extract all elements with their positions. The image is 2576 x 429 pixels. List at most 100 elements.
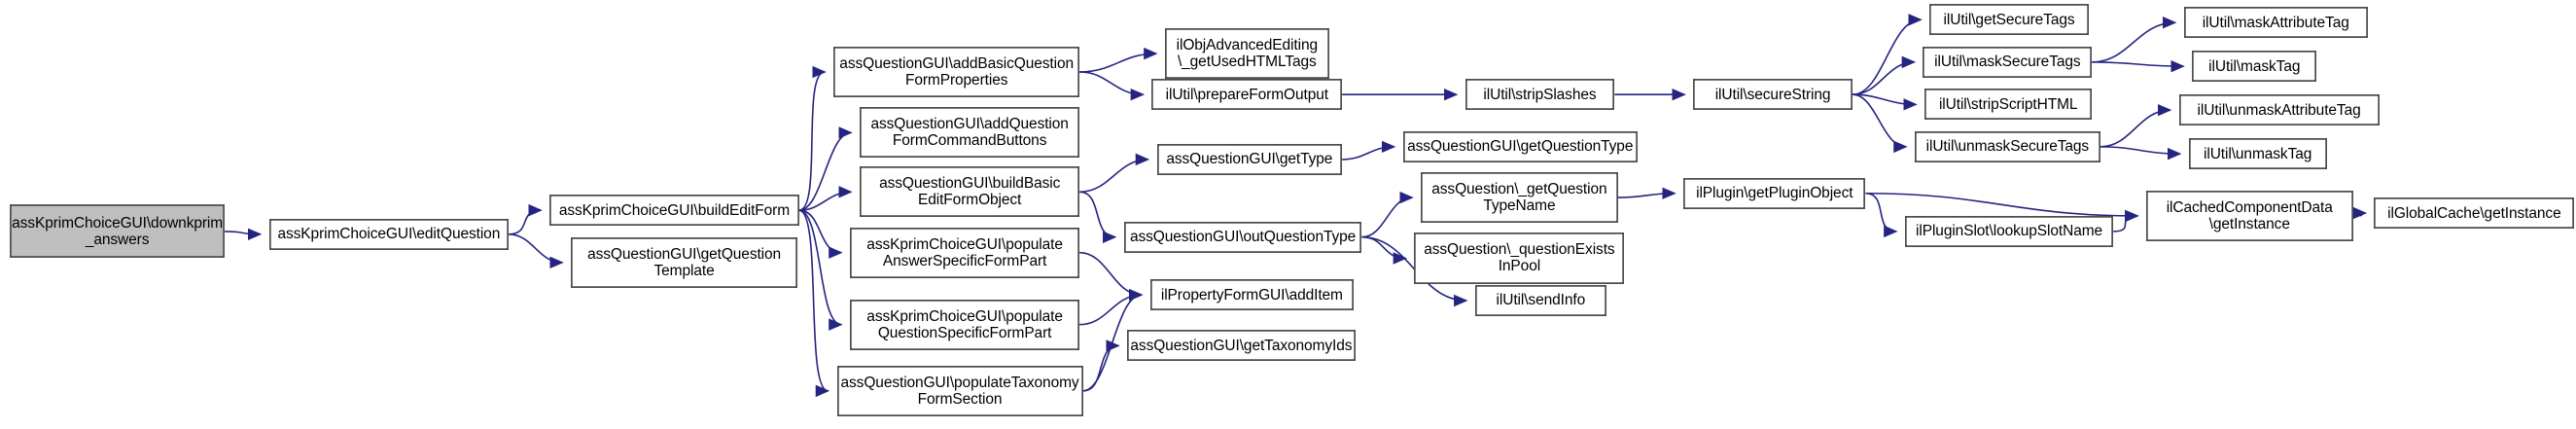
graph-edge	[1361, 235, 1408, 265]
graph-edge	[1079, 153, 1150, 194]
graph-edge	[1082, 340, 1120, 392]
graph-node[interactable]: ilUtil\unmaskSecureTags	[1915, 130, 2100, 162]
graph-node[interactable]: ilCachedComponentData \getInstance	[2145, 190, 2353, 242]
graph-node[interactable]: ilUtil\secureString	[1693, 79, 1853, 111]
graph-edge	[1079, 47, 1158, 73]
graph-edge	[1852, 93, 1918, 111]
graph-node-label: ilObjAdvancedEditing \_getUsedHTMLTags	[1176, 37, 1318, 71]
graph-node[interactable]: assQuestionGUI\getQuestionType	[1402, 130, 1638, 162]
graph-node-label: ilPluginSlot\lookupSlotName	[1916, 223, 2103, 240]
graph-edge	[225, 228, 263, 241]
graph-node-label: assKprimChoiceGUI\populate AnswerSpecifi…	[866, 235, 1063, 269]
graph-node[interactable]: ilGlobalCache\getInstance	[2374, 197, 2575, 229]
graph-edge	[509, 233, 564, 269]
graph-edge	[1852, 55, 1917, 95]
graph-node-label: ilCachedComponentData \getInstance	[2166, 198, 2333, 232]
graph-edge	[798, 209, 843, 331]
graph-node-label: assQuestionGUI\addBasicQuestion FormProp…	[839, 54, 1075, 89]
graph-node-label: ilPropertyFormGUI\addItem	[1160, 286, 1343, 304]
graph-node[interactable]: assQuestionGUI\addQuestion FormCommandBu…	[860, 107, 1080, 159]
graph-node[interactable]: assQuestionGUI\getQuestion Template	[571, 236, 797, 288]
graph-node-label: ilUtil\maskTag	[2208, 57, 2301, 75]
graph-node-label: assQuestion\_getQuestion TypeName	[1431, 181, 1607, 215]
graph-node[interactable]: ilUtil\maskTag	[2192, 51, 2317, 83]
graph-node-label: assKprimChoiceGUI\downkprim _answers	[12, 214, 224, 248]
graph-node-label: assKprimChoiceGUI\buildEditForm	[558, 201, 791, 219]
graph-edge	[798, 126, 853, 211]
graph-node-label: assQuestionGUI\getQuestion Template	[587, 245, 782, 279]
graph-node-label: assQuestionGUI\getTaxonomyIds	[1130, 337, 1353, 354]
graph-node[interactable]: assKprimChoiceGUI\populate QuestionSpeci…	[850, 299, 1080, 350]
graph-node[interactable]: assQuestion\_questionExists InPool	[1414, 232, 1625, 284]
graph-node[interactable]: assKprimChoiceGUI\downkprim _answers	[10, 204, 226, 259]
graph-node-label: assQuestionGUI\populateTaxonomy FormSect…	[840, 374, 1079, 408]
graph-node-label: ilUtil\stripScriptHTML	[1938, 95, 2078, 113]
graph-node-label: assQuestionGUI\getType	[1166, 151, 1333, 168]
graph-edge	[1865, 192, 2139, 223]
graph-edge	[798, 186, 853, 211]
graph-edge	[1361, 191, 1414, 238]
graph-node-label: ilUtil\getSecureTags	[1943, 11, 2075, 28]
graph-node-label: ilUtil\unmaskAttributeTag	[2197, 101, 2361, 119]
graph-node[interactable]: ilUtil\unmaskAttributeTag	[2178, 94, 2380, 126]
graph-edge	[2100, 146, 2182, 161]
graph-edge	[2100, 103, 2172, 148]
graph-node[interactable]: assQuestion\_getQuestion TypeName	[1421, 171, 1618, 224]
graph-node-label: ilPlugin\getPluginObject	[1696, 185, 1853, 202]
graph-edge	[1865, 192, 1898, 238]
graph-node-label: assQuestionGUI\buildBasic EditFormObject	[879, 175, 1061, 209]
graph-edge	[1852, 14, 1923, 95]
graph-node[interactable]: ilUtil\stripSlashes	[1464, 79, 1615, 111]
graph-node[interactable]: ilUtil\maskAttributeTag	[2183, 7, 2368, 39]
graph-edge	[798, 209, 830, 397]
graph-node[interactable]: assKprimChoiceGUI\editQuestion	[268, 218, 510, 250]
graph-edge	[1079, 288, 1144, 326]
graph-node[interactable]: ilPluginSlot\lookupSlotName	[1904, 215, 2114, 247]
graph-node-label: ilUtil\stripSlashes	[1483, 86, 1597, 103]
graph-node[interactable]: assQuestionGUI\outQuestionType	[1123, 221, 1362, 253]
graph-edge	[2352, 206, 2368, 220]
graph-edge	[509, 203, 543, 235]
graph-node-label: ilGlobalCache\getInstance	[2387, 204, 2561, 222]
graph-edge	[1079, 191, 1117, 243]
graph-node-label: ilUtil\maskAttributeTag	[2202, 14, 2349, 31]
graph-edge	[1079, 251, 1144, 302]
graph-node-label: assQuestionGUI\addQuestion FormCommandBu…	[870, 116, 1069, 150]
graph-node-label: assKprimChoiceGUI\editQuestion	[277, 226, 501, 243]
graph-edge	[1852, 93, 1908, 154]
graph-node-label: assQuestionGUI\getQuestionType	[1407, 138, 1634, 156]
graph-node[interactable]: ilUtil\prepareFormOutput	[1151, 79, 1343, 111]
graph-node[interactable]: ilUtil\stripScriptHTML	[1924, 89, 2093, 121]
graph-edge	[2092, 59, 2185, 73]
graph-node[interactable]: ilUtil\sendInfo	[1474, 285, 1606, 316]
graph-node[interactable]: ilPropertyFormGUI\addItem	[1149, 279, 1354, 311]
graph-edge	[2113, 209, 2139, 232]
graph-edge	[1342, 140, 1396, 161]
graph-node[interactable]: ilUtil\getSecureTags	[1929, 4, 2089, 36]
graph-node[interactable]: assQuestionGUI\populateTaxonomy FormSect…	[836, 365, 1083, 416]
graph-node[interactable]: assQuestionGUI\buildBasic EditFormObject	[860, 166, 1080, 218]
graph-node-label: assQuestion\_questionExists InPool	[1424, 241, 1615, 275]
graph-node[interactable]: assQuestionGUI\getType	[1156, 143, 1343, 175]
graph-node-label: assQuestionGUI\outQuestionType	[1129, 229, 1357, 246]
graph-node[interactable]: assQuestionGUI\addBasicQuestion FormProp…	[833, 46, 1080, 98]
graph-node-label: assKprimChoiceGUI\populate QuestionSpeci…	[866, 307, 1063, 341]
graph-node-label: ilUtil\unmaskTag	[2204, 145, 2312, 162]
graph-edge	[1617, 187, 1676, 199]
graph-node[interactable]: ilUtil\unmaskTag	[2188, 138, 2327, 170]
graph-node[interactable]: assKprimChoiceGUI\buildEditForm	[549, 195, 799, 227]
graph-node-label: ilUtil\sendInfo	[1496, 292, 1586, 309]
graph-node-label: ilUtil\maskSecureTags	[1934, 54, 2081, 71]
graph-node[interactable]: assKprimChoiceGUI\populate AnswerSpecifi…	[850, 227, 1080, 278]
graph-edge	[798, 209, 843, 259]
graph-node-label: ilUtil\unmaskSecureTags	[1925, 138, 2090, 156]
graph-edge	[2092, 16, 2177, 63]
graph-node[interactable]: ilPlugin\getPluginObject	[1683, 177, 1866, 209]
graph-node[interactable]: ilUtil\maskSecureTags	[1923, 46, 2093, 78]
graph-edge	[798, 65, 827, 211]
graph-node-label: ilUtil\prepareFormOutput	[1165, 86, 1328, 103]
graph-edge	[1079, 71, 1146, 101]
graph-node[interactable]: ilObjAdvancedEditing \_getUsedHTMLTags	[1164, 28, 1329, 80]
graph-node[interactable]: assQuestionGUI\getTaxonomyIds	[1127, 330, 1356, 362]
